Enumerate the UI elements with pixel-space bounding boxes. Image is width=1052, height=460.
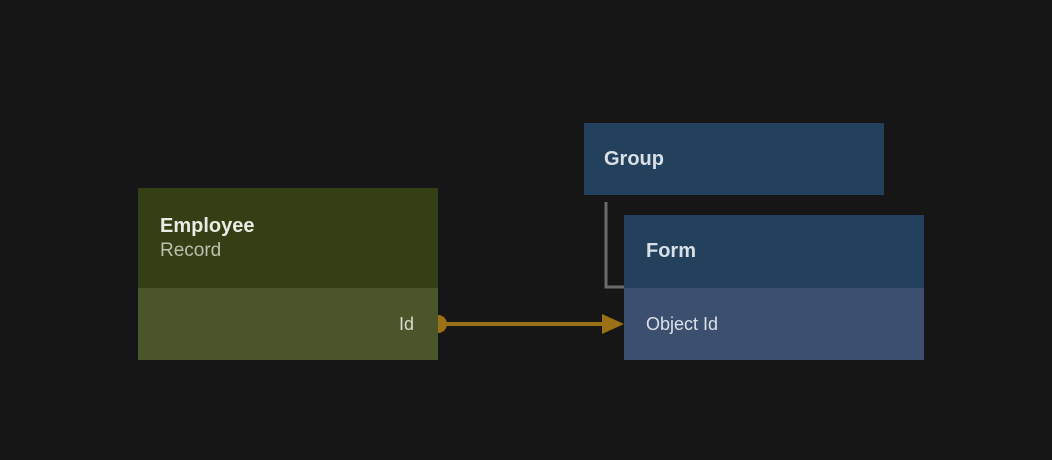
relation-target-arrow-icon bbox=[602, 314, 624, 334]
employee-header[interactable]: Employee Record bbox=[138, 188, 438, 288]
node-group[interactable]: Group bbox=[584, 123, 884, 195]
employee-subtitle: Record bbox=[160, 239, 222, 261]
form-title: Form bbox=[646, 240, 696, 262]
node-employee[interactable]: Employee Record Id bbox=[138, 188, 438, 360]
employee-field-id-label: Id bbox=[398, 314, 414, 334]
employee-title: Employee bbox=[160, 214, 255, 237]
form-field-object-id[interactable]: Object Id bbox=[624, 288, 924, 360]
form-field-object-id-label: Object Id bbox=[646, 314, 719, 334]
group-header[interactable]: Group bbox=[584, 123, 884, 195]
form-header[interactable]: Form bbox=[624, 215, 924, 288]
node-form[interactable]: Form Object Id bbox=[624, 215, 924, 360]
containment-bracket bbox=[604, 202, 624, 289]
group-title: Group bbox=[604, 147, 664, 170]
employee-field-id[interactable]: Id bbox=[138, 288, 438, 360]
